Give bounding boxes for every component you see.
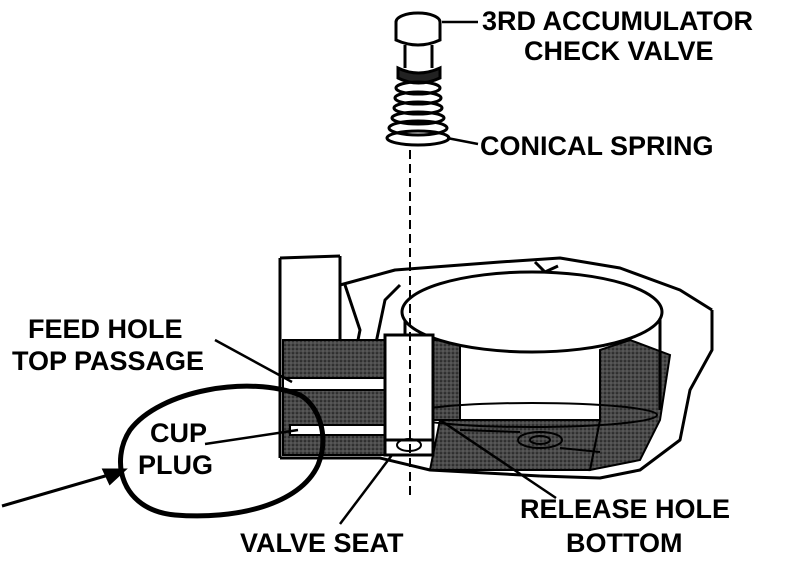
cup-plug-arrow [1,468,128,508]
feed-hole-label-line2: TOP PASSAGE [12,346,204,376]
check-valve-label-line2: CHECK VALVE [524,36,714,66]
check-valve-part [394,11,442,85]
check-valve-label-line1: 3RD ACCUMULATOR [482,6,753,36]
bore-floor-details [459,429,601,453]
release-hole-label-line1: RELEASE HOLE [520,494,730,524]
piston-bore [400,270,664,428]
cup-plug-label-line1: CUP [150,418,207,448]
cup-plug-loop [118,383,326,519]
leader-lines [204,20,557,525]
feed-hole-label-line1: FEED HOLE [28,314,183,344]
conical-spring-label: CONICAL SPRING [480,131,714,161]
release-hole-label-line2: BOTTOM [566,528,683,558]
conical-spring-part [385,80,451,147]
accumulator-housing [278,254,714,480]
cup-plug-label-line2: PLUG [138,450,213,480]
valve-seat-label: VALVE SEAT [240,528,404,558]
